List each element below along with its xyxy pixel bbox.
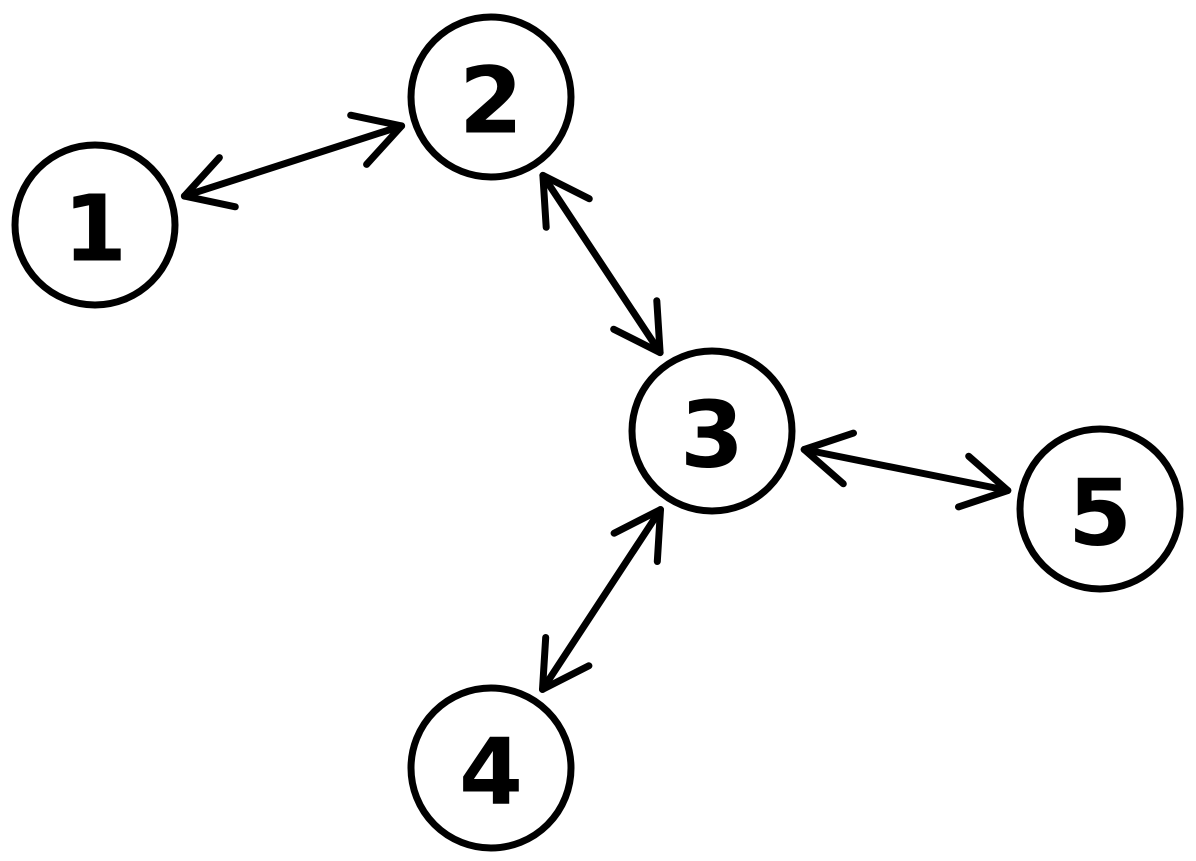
arrowhead-at-node-3 (800, 429, 857, 488)
arrowhead-at-node-5 (955, 452, 1012, 511)
node-3-label: 3 (680, 382, 744, 489)
node-4: 4 (407, 684, 575, 852)
edge-3-4 (539, 506, 664, 693)
node-2-circle (407, 13, 575, 181)
arrowhead-at-node-4 (539, 634, 593, 693)
node-5: 5 (1016, 425, 1184, 593)
edge-2-3-line (539, 171, 664, 357)
edge-1-2-line (180, 122, 406, 200)
node-4-label: 4 (459, 719, 523, 826)
edge-3-4-line (539, 506, 664, 693)
edge-2-3 (539, 171, 664, 357)
arrowhead-at-node-3 (610, 297, 664, 357)
edge-3-5 (800, 429, 1012, 511)
node-2: 2 (407, 13, 575, 181)
arrowhead-at-node-2 (347, 111, 406, 168)
node-5-label: 5 (1068, 460, 1132, 567)
arrowhead-at-node-2 (539, 171, 593, 231)
arrowhead-at-node-1 (180, 154, 239, 211)
edge-1-2 (180, 111, 406, 211)
node-1-circle (11, 141, 179, 309)
node-3: 3 (628, 347, 796, 515)
node-1: 1 (11, 141, 179, 309)
node-2-label: 2 (459, 48, 523, 155)
edge-3-5-line (800, 446, 1012, 494)
node-1-label: 1 (63, 176, 127, 283)
arrowhead-at-node-3 (610, 506, 664, 565)
node-3-circle (628, 347, 796, 515)
node-4-circle (407, 684, 575, 852)
edges-layer (180, 111, 1012, 693)
node-5-circle (1016, 425, 1184, 593)
